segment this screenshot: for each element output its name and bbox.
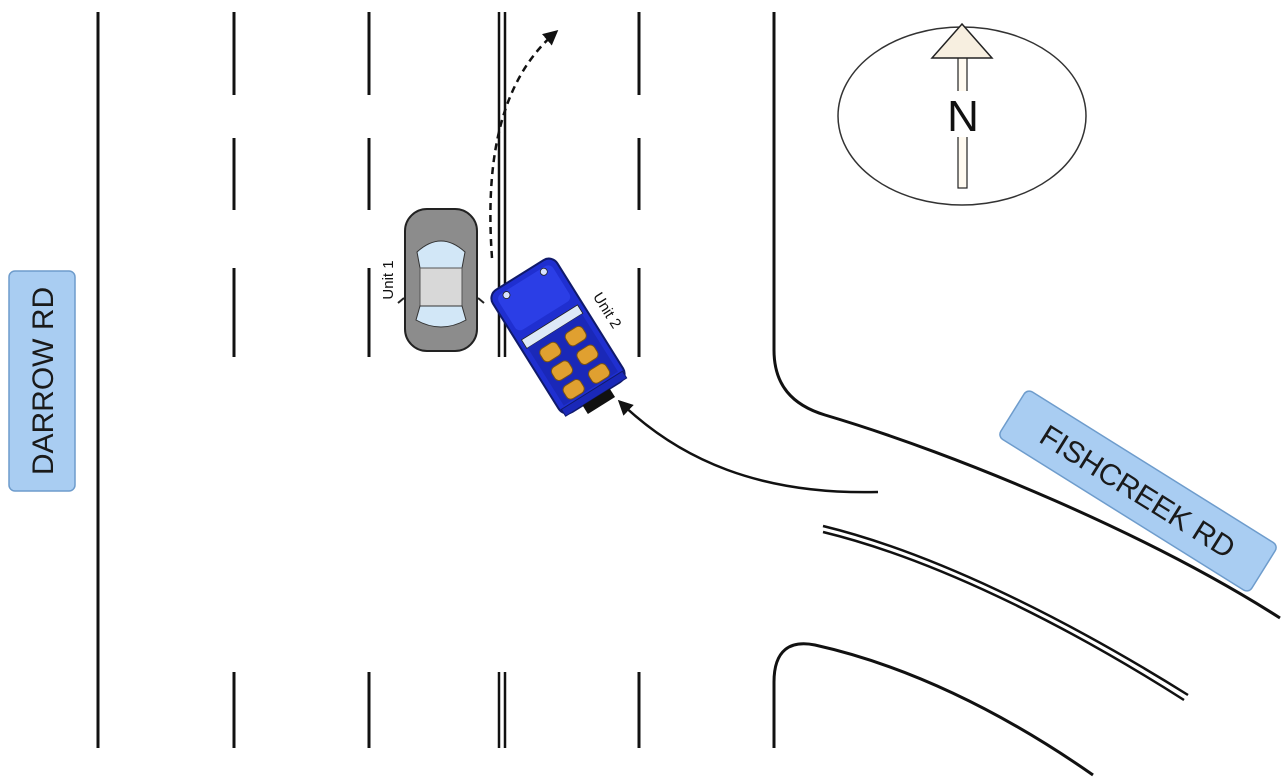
fishcreek-median-line <box>822 524 1189 702</box>
unit2-bumper <box>582 388 616 415</box>
road-edges <box>96 12 1281 777</box>
north-label: N <box>947 92 979 141</box>
lane-dashes <box>232 12 641 748</box>
unit2-approach-path <box>617 399 879 494</box>
unit2-tailgate <box>560 370 628 417</box>
fishcreek-rd-label: FISHCREEK RD <box>999 390 1277 592</box>
unit1-windshield <box>416 240 466 269</box>
east-road-edge-north <box>772 12 1281 620</box>
unit1-rear-window <box>415 305 467 328</box>
unit1-roof <box>419 267 463 307</box>
darrow-rd-label: DARROW RD <box>8 270 76 492</box>
fishcreek-rd-text: FISHCREEK RD <box>1034 419 1241 565</box>
east-road-edge-south <box>772 642 1094 777</box>
unit2-post-impact-path <box>489 30 559 259</box>
unit1-vehicle <box>397 208 485 352</box>
unit1-label: Unit 1 <box>380 260 397 299</box>
unit2-vehicle <box>490 257 628 417</box>
north-arrow-icon <box>930 22 994 189</box>
darrow-rd-text: DARROW RD <box>27 287 60 475</box>
unit2-hood <box>498 265 571 331</box>
compass: N <box>837 22 1087 206</box>
